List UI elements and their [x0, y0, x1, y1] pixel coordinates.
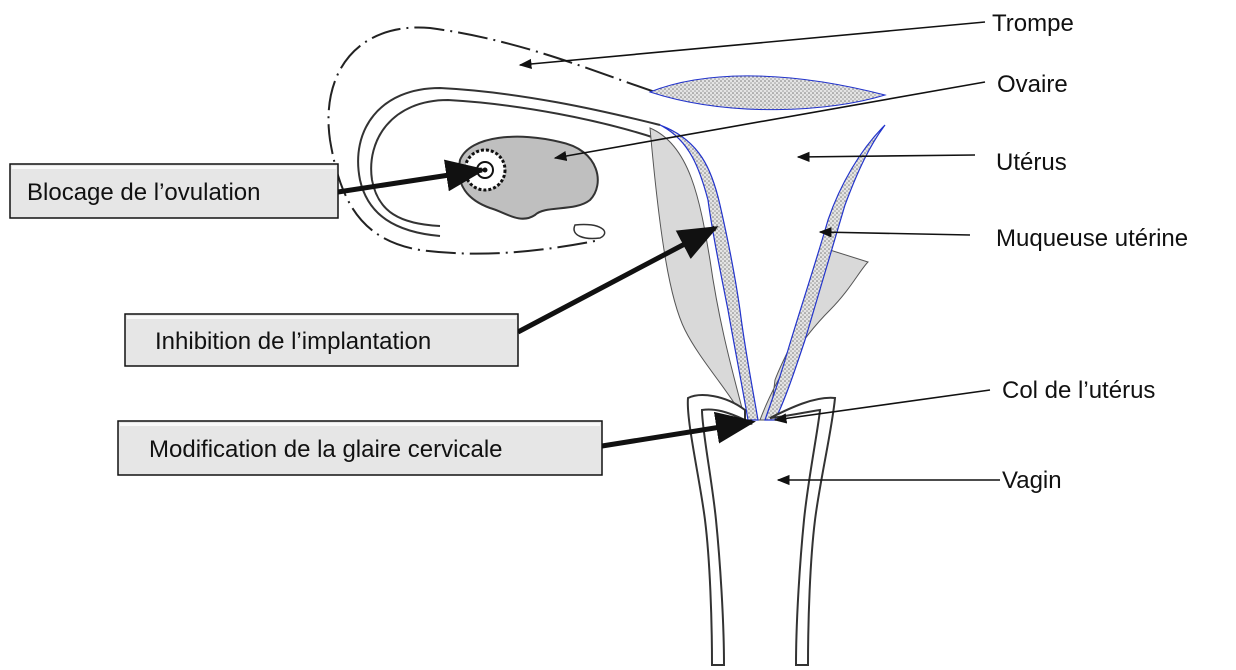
label-ovaire: Ovaire [997, 71, 1068, 98]
ovary-ligament [574, 224, 605, 238]
arrow-trompe [520, 22, 985, 65]
fimbria-lens [650, 76, 885, 110]
vagina-left-wall [688, 395, 745, 665]
uterus-body [650, 128, 868, 420]
label-muqueuse: Muqueuse utérine [996, 225, 1188, 252]
anatomy-labels: Trompe Ovaire Utérus Muqueuse utérine Co… [992, 10, 1188, 494]
box-label-implantation: Inhibition de l’implantation [155, 328, 431, 355]
arrow-uterus [798, 155, 975, 157]
box-label-glaire: Modification de la glaire cervicale [149, 436, 503, 463]
box-glaire: Modification de la glaire cervicale [118, 421, 602, 475]
arrow-glaire [602, 422, 752, 446]
vagina-right-wall [770, 398, 835, 665]
box-implantation: Inhibition de l’implantation [125, 314, 518, 366]
label-trompe: Trompe [992, 10, 1074, 37]
uterine-mucosa-right [765, 125, 885, 420]
oocyte-nucleus [483, 168, 488, 173]
box-label-ovulation: Blocage de l’ovulation [27, 179, 261, 206]
label-vagin: Vagin [1002, 467, 1062, 494]
label-col: Col de l’utérus [1002, 377, 1155, 404]
box-ovulation: Blocage de l’ovulation [10, 164, 338, 218]
label-uterus: Utérus [996, 149, 1067, 176]
arrow-muqueuse [820, 232, 970, 235]
